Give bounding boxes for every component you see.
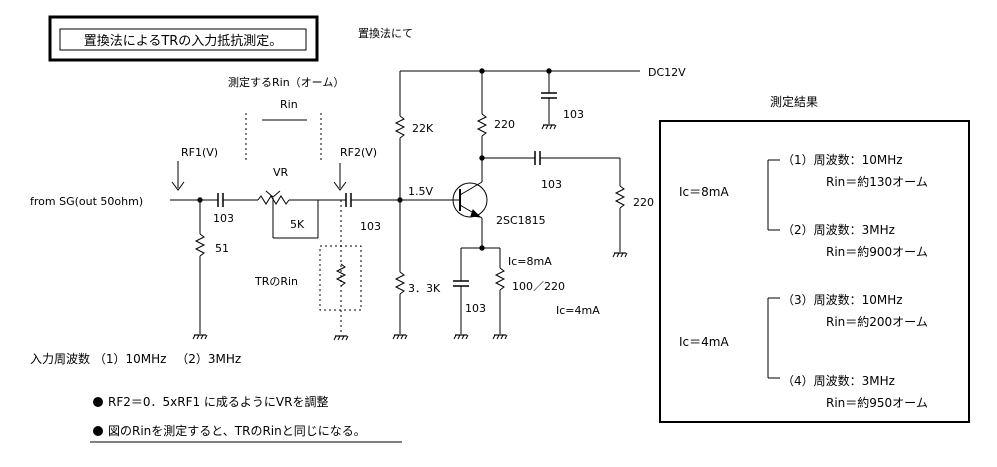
r-emitter-label: 100／220: [512, 280, 565, 293]
note-2: 図のRinを測定すると、TRのRinと同じになる。: [108, 423, 366, 438]
transistor-symbol: [452, 181, 488, 219]
c-emitter-label: 103: [465, 302, 486, 315]
bias-network: [392, 70, 640, 340]
c-coupling-label: 103: [541, 178, 562, 191]
results-brackets: [767, 159, 780, 379]
result-3-freq: （3）周波数：10MHz: [782, 292, 903, 307]
component-labels: 測定するRin（オーム） Rin RF1(V) RF2(V) VR 5K fro…: [30, 66, 686, 317]
tr-rin-label: TRのRin: [254, 275, 298, 288]
r33k-label: 3．3K: [408, 282, 441, 295]
result-2-rin: Rin＝約900オーム: [826, 244, 928, 259]
result-2-freq: （2）周波数：3MHz: [782, 222, 895, 237]
r22k-label: 22K: [412, 122, 434, 135]
c2-label: 103: [360, 220, 381, 233]
input-frequency: 入力周波数 （1）10MHz （2）3MHz: [30, 351, 241, 366]
r220-load-label: 220: [633, 196, 654, 209]
tr-rin-equivalent: [245, 113, 362, 341]
results-heading: 測定結果: [770, 94, 818, 109]
c-supply-label: 103: [563, 108, 584, 121]
page-title: 置換法によるTRの入力抵抗測定。: [84, 34, 283, 49]
bullet-icon: [93, 397, 103, 407]
ic8-label: Ic=8mA: [508, 255, 552, 268]
result-4-freq: （4）周波数：3MHz: [782, 373, 895, 388]
ic-8ma: Ic＝8mA: [679, 185, 729, 199]
vr-value-label: 5K: [290, 218, 305, 231]
ic-4ma: Ic＝4mA: [679, 335, 729, 349]
result-3-rin: Rin＝約200オーム: [826, 314, 928, 329]
dc-label: DC12V: [648, 66, 686, 79]
result-1-freq: （1）周波数：10MHz: [782, 152, 903, 167]
result-1-rin: Rin＝約130オーム: [826, 174, 928, 189]
r51-label: 51: [215, 242, 229, 255]
c1-label: 103: [213, 212, 234, 225]
bullet-icon: [93, 426, 103, 436]
note-1: RF2＝0．5xRF1 に成るようにVRを調整: [108, 394, 328, 409]
subtitle: 置換法にて: [358, 26, 413, 40]
input-section: [170, 161, 460, 340]
rin-label: Rin: [280, 98, 298, 111]
notes: RF2＝0．5xRF1 に成るようにVRを調整 図のRinを測定すると、TRのR…: [90, 394, 402, 443]
v15-label: 1.5V: [408, 185, 433, 198]
emitter-network: [453, 218, 508, 340]
results-box: [659, 120, 970, 423]
from-sg-label: from SG(out 50ohm): [30, 195, 143, 208]
r220-collector-label: 220: [494, 118, 515, 131]
results-text: Ic＝8mA （1）周波数：10MHz Rin＝約130オーム （2）周波数：3…: [679, 152, 928, 410]
measure-rin-label: 測定するRin（オーム）: [228, 75, 344, 89]
vr-label: VR: [273, 166, 289, 179]
ic4-label: Ic=4mA: [556, 304, 600, 317]
transistor-label: 2SC1815: [496, 214, 546, 227]
title-box: 置換法によるTRの入力抵抗測定。: [48, 15, 319, 62]
result-4-rin: Rin＝約950オーム: [826, 395, 928, 410]
collector-network: [476, 68, 628, 258]
rf2-label: RF2(V): [340, 146, 377, 159]
rf1-label: RF1(V): [181, 146, 218, 159]
